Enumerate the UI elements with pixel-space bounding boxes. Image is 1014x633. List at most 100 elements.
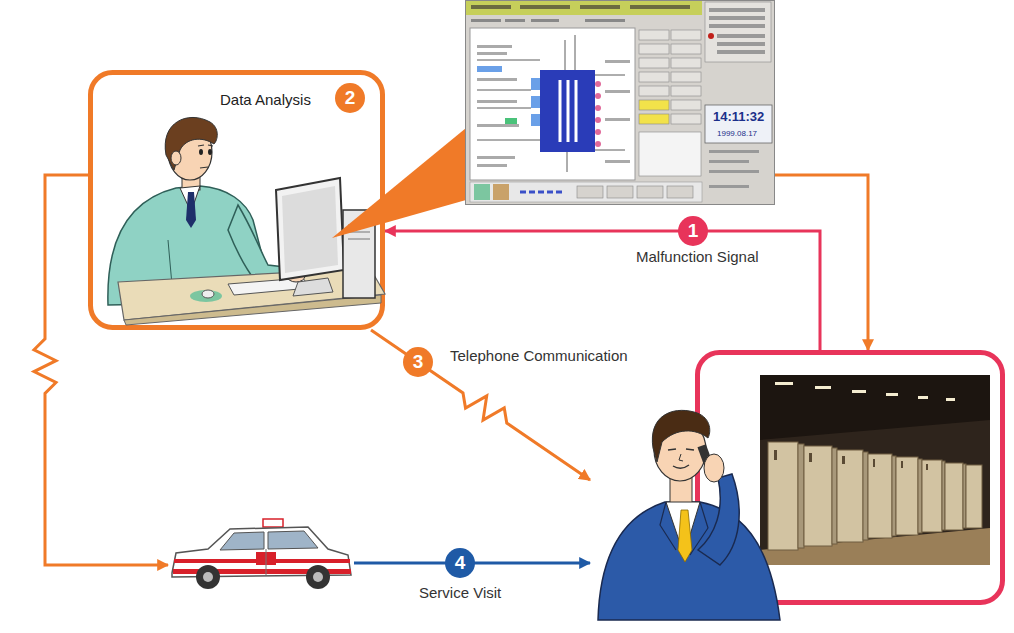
fuel-cell-diagram — [477, 45, 630, 167]
toolbar — [493, 184, 509, 200]
status-panel — [709, 24, 765, 28]
equipment-photo — [760, 375, 990, 440]
status-panel — [717, 50, 765, 54]
equipment-photo — [809, 453, 812, 462]
screen-capture — [505, 19, 525, 22]
callout-number: 4 — [445, 548, 475, 578]
fuel-cell-diagram — [595, 81, 601, 147]
status-panel — [717, 42, 765, 46]
status-panel — [709, 8, 765, 54]
fuel-cell-diagram — [477, 156, 515, 159]
customer-figure — [679, 454, 683, 461]
toolbar — [577, 186, 693, 198]
analyst-figure — [199, 149, 203, 155]
button-panel — [671, 86, 701, 96]
equipment-photo — [892, 456, 896, 536]
customer-figure — [668, 449, 694, 450]
equipment-photo — [760, 375, 990, 565]
toolbar — [520, 191, 565, 194]
analyst-figure — [171, 151, 181, 165]
fuel-cell-diagram — [531, 114, 540, 126]
equipment-photo — [774, 450, 777, 460]
button-panel — [639, 44, 669, 54]
equipment-photo — [815, 386, 831, 389]
desk — [190, 290, 222, 302]
button-panel — [639, 72, 669, 82]
screen-capture — [465, 0, 775, 205]
customer-site — [590, 350, 1005, 620]
fuel-cell-diagram — [595, 141, 601, 147]
status-panel — [717, 34, 765, 38]
zoom-wedge — [332, 128, 466, 238]
fuel-cell-diagram — [477, 164, 507, 167]
button-panel — [639, 114, 669, 124]
button-panel — [639, 132, 701, 176]
button-panel — [671, 58, 701, 68]
button-panel — [671, 100, 701, 110]
customer-figure — [704, 454, 724, 482]
status-panel — [709, 150, 759, 153]
status-panel — [709, 185, 749, 188]
status-panel — [709, 16, 765, 20]
callout-number: 3 — [403, 347, 433, 377]
screen-capture — [471, 19, 625, 22]
equipment-photo — [804, 446, 832, 546]
analyst-figure — [198, 145, 213, 146]
status-panel — [709, 170, 759, 173]
button-panel — [671, 72, 701, 82]
fuel-cell-diagram — [477, 35, 625, 172]
status-panel — [705, 2, 771, 62]
customer-illustration — [590, 350, 1005, 620]
status-panel — [709, 160, 749, 163]
fuel-cell-diagram — [595, 93, 601, 99]
fuel-cell-diagram — [505, 118, 517, 124]
fuel-cell-diagram — [605, 118, 630, 121]
button-panel — [639, 86, 669, 96]
fuel-cell-diagram — [605, 160, 630, 163]
fuel-cell-diagram — [477, 78, 517, 81]
service-car-illustration — [266, 549, 267, 575]
computer — [276, 178, 344, 280]
button-panel — [671, 30, 701, 40]
status-panel — [709, 150, 759, 188]
toolbar — [577, 186, 603, 198]
equipment-photo — [768, 442, 982, 550]
equipment-photo — [768, 442, 798, 550]
equipment-photo — [896, 457, 918, 535]
equipment-photo — [918, 396, 928, 399]
button-panel — [639, 30, 701, 176]
analyst-figure — [165, 117, 217, 170]
screen-capture — [471, 19, 501, 22]
equipment-photo — [868, 454, 892, 538]
service-car-illustration — [196, 565, 220, 589]
fuel-cell-diagram — [540, 70, 595, 152]
fuel-cell-diagram — [477, 124, 519, 127]
computer — [293, 278, 333, 296]
screen-capture — [585, 19, 625, 22]
clock-time: 14:11:32 — [713, 110, 764, 125]
equipment-photo — [873, 459, 875, 467]
button-panel — [639, 100, 669, 110]
fuel-cell-diagram — [595, 129, 601, 135]
customer-figure — [698, 474, 739, 565]
service-car-illustration — [306, 565, 330, 589]
equipment-photo — [774, 450, 928, 470]
equipment-photo — [918, 459, 922, 533]
callout-number: 2 — [335, 83, 365, 113]
desk — [124, 295, 381, 325]
toolbar — [474, 184, 490, 200]
equipment-photo — [886, 393, 898, 396]
status-panel — [709, 8, 765, 12]
edge-label: Malfunction Signal — [633, 248, 762, 265]
fuel-cell-diagram — [477, 100, 517, 103]
screen-capture — [531, 19, 559, 22]
edge-label: Telephone Communication — [447, 347, 631, 364]
toolbar — [470, 182, 702, 202]
equipment-photo — [842, 456, 845, 464]
flow-arrow — [385, 231, 820, 350]
monitoring-screen: 14:11:321999.08.17 — [465, 0, 775, 205]
box-heading: Data Analysis — [220, 91, 311, 108]
equipment-photo — [926, 464, 928, 470]
equipment-photo — [966, 465, 982, 528]
